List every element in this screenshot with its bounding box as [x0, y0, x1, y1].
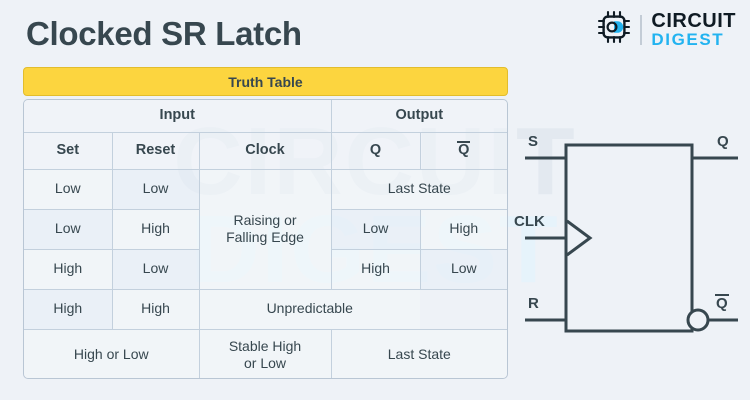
- cell-output-laststate-1: Last State: [330, 168, 507, 210]
- logo-secondary-text: DIGEST: [651, 30, 725, 49]
- column-header-q: Q: [330, 131, 421, 170]
- table-row: High High Unpredictable: [24, 288, 507, 330]
- column-header-clock: Clock: [198, 131, 332, 170]
- clock-edge-line-2: Falling Edge: [226, 229, 304, 245]
- cell-set-4: High: [24, 288, 113, 330]
- page-title: Clocked SR Latch: [26, 15, 302, 52]
- cell-q-3: High: [330, 248, 421, 290]
- table-row: Low High Low High: [24, 208, 507, 250]
- circuit-diagram: S CLK R Q Q: [510, 120, 750, 350]
- circuit-diagram-svg: [525, 143, 738, 333]
- logo-wordmark: CIRCUIT DIGEST: [651, 11, 736, 48]
- clock-stable-line-1: Stable High: [228, 337, 302, 354]
- cell-set-2: Low: [24, 208, 113, 250]
- circuit-label-clk: CLK: [514, 213, 545, 230]
- group-header-output: Output: [330, 100, 507, 133]
- cell-qbar-2: High: [419, 208, 507, 250]
- column-header-reset: Reset: [111, 131, 200, 170]
- circuit-label-qbar: Q: [715, 294, 729, 312]
- truth-table-banner-label: Truth Table: [228, 73, 303, 90]
- logo-primary-text: CIRCUIT: [651, 10, 736, 32]
- table-row: High or Low Stable High or Low Last Stat…: [24, 328, 507, 378]
- table-group-header-row: Input Output: [24, 100, 507, 133]
- table-row: High Low High Low: [24, 248, 507, 290]
- clock-stable-line-2: or Low: [244, 354, 287, 371]
- cell-output-laststate-2: Last State: [330, 328, 507, 378]
- inversion-bubble-icon: [686, 308, 710, 332]
- latch-body: [564, 143, 694, 333]
- clock-edge-line-1: Raising or: [233, 211, 297, 228]
- brand-logo[interactable]: CIRCUIT DIGEST: [597, 10, 736, 49]
- cell-set-1: Low: [24, 168, 113, 210]
- cell-output-unpredictable: Unpredictable: [198, 288, 421, 330]
- cell-reset-3: Low: [111, 248, 200, 290]
- cell-qbar-3: Low: [419, 248, 507, 290]
- table-column-header-row: Set Reset Clock Q Q: [24, 131, 507, 170]
- microchip-icon: [597, 10, 631, 49]
- circuit-label-r: R: [528, 295, 539, 312]
- truth-table: Input Output Set Reset Clock Q Q Low Low…: [23, 99, 508, 379]
- truth-table-banner: Truth Table: [23, 67, 508, 96]
- circuit-label-q: Q: [717, 133, 729, 150]
- cell-set-3: High: [24, 248, 113, 290]
- column-header-qbar: Q: [419, 131, 507, 170]
- cell-reset-2: High: [111, 208, 200, 250]
- group-header-input: Input: [24, 100, 332, 133]
- cell-input-highorlow: High or Low: [24, 328, 200, 378]
- cell-reset-1: Low: [111, 168, 200, 210]
- clock-triangle-icon: [566, 219, 593, 257]
- cell-clock-stable: Stable High or Low: [198, 328, 332, 378]
- column-header-set: Set: [24, 131, 113, 170]
- logo-divider: [640, 14, 643, 45]
- cell-clock-edge: Raising or Falling Edge: [198, 168, 332, 290]
- circuit-label-s: S: [528, 133, 539, 150]
- cell-reset-4: High: [111, 288, 200, 330]
- cell-q-2: Low: [330, 208, 421, 250]
- table-row: Low Low Raising or Falling Edge Last Sta…: [24, 168, 507, 290]
